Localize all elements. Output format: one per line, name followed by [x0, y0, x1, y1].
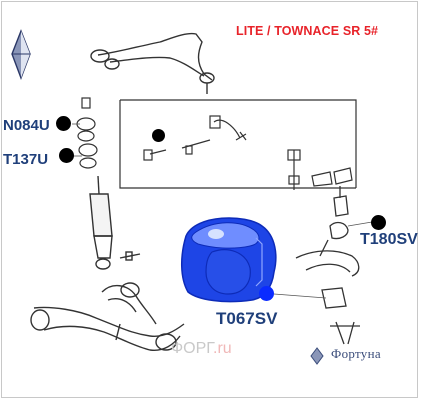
- fortuna-logo-icon: [310, 347, 324, 365]
- marker-inset: [152, 129, 165, 142]
- diamond-logo-icon: [11, 29, 31, 80]
- stabilizer-link: [295, 186, 360, 345]
- shock-absorber: [89, 175, 141, 270]
- part-code-t180sv: T180SV: [360, 231, 418, 248]
- marker-t067sv: [259, 286, 274, 301]
- fortuna-watermark: Фортуна: [331, 346, 381, 361]
- upper-control-arm: [90, 32, 215, 94]
- diagram-title: LITE / TOWNACE SR 5#: [236, 24, 379, 38]
- marker-t137u: [59, 148, 74, 163]
- site-watermark-prefix: ФОРГ: [171, 340, 213, 357]
- part-code-t067sv: T067SV: [216, 309, 278, 328]
- lower-control-arm: [30, 282, 185, 351]
- site-watermark-suffix: .ru: [213, 340, 232, 357]
- inset-stabilizer-box: [119, 99, 357, 190]
- part-code-n084u: N084U: [3, 117, 50, 134]
- marker-t180sv: [371, 215, 386, 230]
- shock-mount-parts: [76, 97, 98, 169]
- part-code-t137u: T137U: [3, 151, 49, 168]
- stabilizer-bushing-part: [181, 217, 277, 303]
- marker-n084u: [56, 116, 71, 131]
- site-watermark: ФОРГ.ru: [171, 340, 232, 358]
